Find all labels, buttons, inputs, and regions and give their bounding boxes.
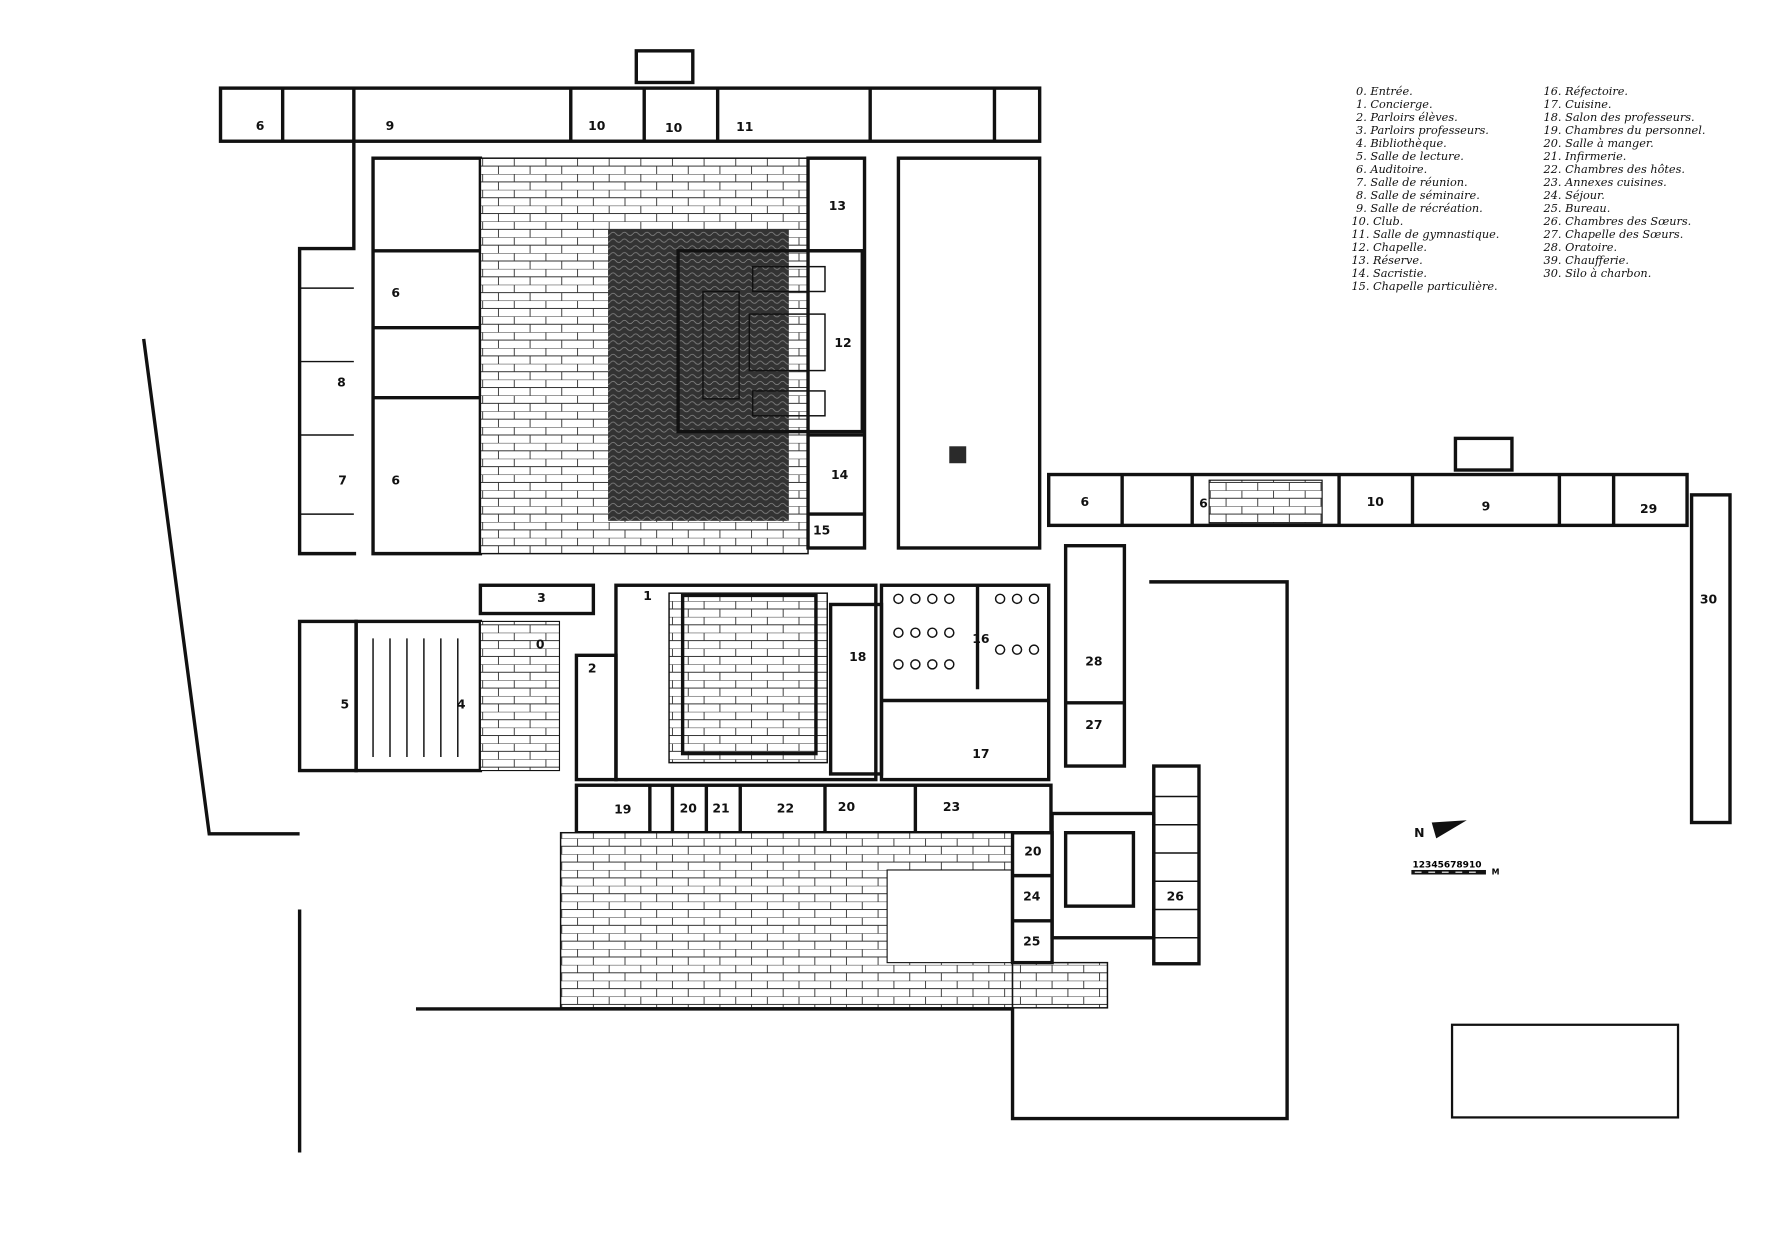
legend-item: 12. Chapelle. bbox=[1351, 241, 1427, 254]
room-label: 26 bbox=[1167, 888, 1184, 903]
room-label: 6 bbox=[256, 118, 265, 133]
legend-item: 0. Entrée. bbox=[1356, 85, 1413, 98]
room-label: 4 bbox=[457, 696, 466, 711]
legend-item: 7. Salle de réunion. bbox=[1356, 176, 1468, 189]
scale-bar: 12345678910 M bbox=[1411, 861, 1500, 877]
legend-item: 26. Chambres des Sœurs. bbox=[1543, 215, 1692, 228]
room-label: 14 bbox=[831, 467, 849, 482]
room-label: 6 bbox=[391, 473, 400, 488]
room-label: 9 bbox=[1482, 499, 1491, 514]
legend-item: 15. Chapelle particulière. bbox=[1351, 280, 1497, 293]
legend-item: 30. Silo à charbon. bbox=[1544, 267, 1652, 280]
room-label: 20 bbox=[1024, 843, 1042, 858]
legend-item: 16. Réfectoire. bbox=[1544, 85, 1628, 98]
legend-item: 28. Oratoire. bbox=[1543, 241, 1617, 254]
room-label: 20 bbox=[838, 799, 856, 814]
room-label: 6 bbox=[391, 285, 400, 300]
room-label: 18 bbox=[849, 649, 866, 664]
legend-item: 14. Sacristie. bbox=[1351, 267, 1427, 280]
room-label: 12 bbox=[834, 335, 851, 350]
room-label: 25 bbox=[1023, 934, 1040, 949]
legend: 0. Entrée. 1. Concierge. 2. Parloirs élè… bbox=[1351, 85, 1705, 293]
walls bbox=[142, 49, 1732, 1153]
room-label: 8 bbox=[337, 374, 346, 389]
legend-item: 11. Salle de gymnastique. bbox=[1351, 228, 1499, 241]
room-label: 10 bbox=[588, 118, 606, 133]
room-label: 16 bbox=[972, 631, 989, 646]
room-label: 17 bbox=[972, 746, 989, 761]
legend-item: 39. Chaufferie. bbox=[1544, 254, 1629, 267]
room-label: 20 bbox=[680, 800, 698, 815]
water-pool bbox=[608, 229, 789, 521]
legend-item: 1. Concierge. bbox=[1356, 98, 1433, 111]
room-label: 19 bbox=[614, 801, 631, 816]
room-labels: 6 9 10 10 11 13 6 12 8 7 6 14 15 6 6 10 … bbox=[256, 118, 1718, 949]
north-arrow: N bbox=[1414, 820, 1467, 840]
room-label: 10 bbox=[1367, 494, 1385, 509]
legend-item: 23. Annexes cuisines. bbox=[1543, 176, 1667, 189]
legend-item: 10. Club. bbox=[1351, 215, 1403, 228]
room-label: 24 bbox=[1023, 888, 1041, 903]
north-label: N bbox=[1414, 825, 1424, 840]
room-label: 6 bbox=[1199, 495, 1208, 510]
legend-item: 19. Chambres du personnel. bbox=[1544, 124, 1706, 137]
room-label: 5 bbox=[340, 696, 349, 711]
room-label: 21 bbox=[712, 800, 729, 815]
legend-item: 22. Chambres des hôtes. bbox=[1543, 163, 1685, 176]
north-arrow-icon bbox=[1431, 820, 1467, 839]
room-label: 28 bbox=[1085, 653, 1102, 668]
legend-item: 3. Parloirs professeurs. bbox=[1356, 124, 1489, 137]
legend-item: 21. Infirmerie. bbox=[1543, 150, 1627, 163]
legend-item: 2. Parloirs élèves. bbox=[1355, 111, 1458, 124]
legend-item: 25. Bureau. bbox=[1543, 202, 1611, 215]
room-label: 9 bbox=[386, 118, 395, 133]
legend-item: 20. Salle à manger. bbox=[1543, 137, 1654, 150]
room-label: 27 bbox=[1085, 717, 1102, 732]
legend-item: 18. Salon des professeurs. bbox=[1544, 111, 1695, 124]
legend-item: 13. Réserve. bbox=[1351, 254, 1422, 267]
legend-item: 8. Salle de séminaire. bbox=[1356, 189, 1480, 202]
room-label: 10 bbox=[665, 120, 683, 135]
room-label: 30 bbox=[1700, 591, 1718, 606]
room-label: 15 bbox=[813, 522, 830, 537]
legend-item: 4. Bibliothèque. bbox=[1355, 137, 1447, 150]
legend-item: 24. Séjour. bbox=[1543, 189, 1605, 202]
room-label: 29 bbox=[1640, 501, 1657, 516]
room-label: 13 bbox=[829, 198, 846, 213]
room-label: 3 bbox=[537, 590, 546, 605]
refectory-tables bbox=[893, 593, 1040, 670]
room-label: 1 bbox=[643, 588, 652, 603]
scale-unit: M bbox=[1492, 868, 1500, 877]
room-label: 2 bbox=[588, 660, 597, 675]
room-label: 23 bbox=[943, 799, 960, 814]
room-label: 11 bbox=[736, 119, 753, 134]
room-label: 22 bbox=[777, 800, 794, 815]
legend-item: 5. Salle de lecture. bbox=[1356, 150, 1464, 163]
room-label: 0 bbox=[536, 637, 545, 652]
scale-ticks: 12345678910 bbox=[1413, 861, 1482, 871]
legend-item: 6. Auditoire. bbox=[1356, 163, 1427, 176]
legend-item: 17. Cuisine. bbox=[1544, 98, 1612, 111]
room-label: 6 bbox=[1081, 494, 1090, 509]
legend-item: 27. Chapelle des Sœurs. bbox=[1543, 228, 1684, 241]
legend-item: 9. Salle de récréation. bbox=[1356, 202, 1483, 215]
room-label: 7 bbox=[338, 473, 347, 488]
